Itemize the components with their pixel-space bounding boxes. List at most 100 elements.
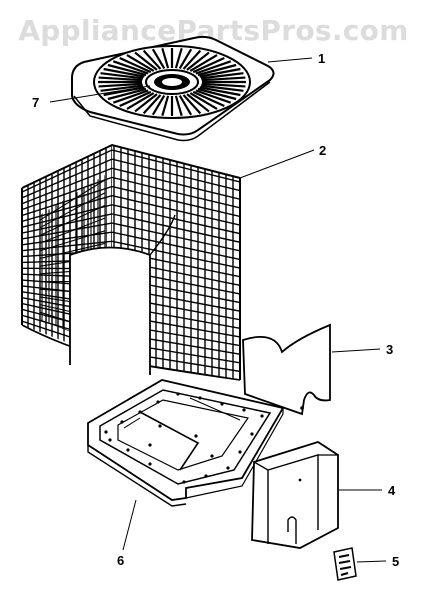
grille-line: [40, 204, 105, 236]
grille-line: [200, 72, 244, 80]
grille-line: [134, 51, 158, 71]
mounting-hole: [148, 462, 152, 466]
grille-line: [40, 179, 105, 221]
mounting-hole: [158, 424, 162, 428]
base-pan: [87, 379, 285, 507]
grille-line: [100, 84, 144, 92]
mounting-hole: [108, 438, 112, 442]
grille-line: [112, 213, 240, 243]
wire-coil-guard: [21, 143, 241, 381]
mounting-hole: [260, 414, 264, 418]
grille-line: [186, 93, 210, 113]
grille-line: [201, 76, 246, 82]
grille-line: [197, 63, 237, 77]
callout-4: 4: [388, 483, 396, 498]
callout-2: 2: [319, 143, 326, 158]
grille-line: [22, 167, 112, 205]
grille-line: [195, 89, 232, 104]
grille-line: [40, 217, 105, 244]
grille-line: [22, 194, 112, 223]
grille-line: [22, 185, 112, 217]
grille-line: [151, 94, 166, 116]
grille-line: [201, 82, 246, 88]
callout-1: 1: [318, 51, 325, 66]
grille-line: [98, 76, 143, 82]
mounting-hole: [148, 443, 152, 447]
grille-line: [178, 94, 193, 116]
grille-line: [126, 92, 155, 110]
mounting-hole: [104, 430, 108, 434]
mounting-hole: [238, 450, 242, 454]
grille-line: [134, 93, 158, 113]
grille-line: [100, 72, 144, 80]
grille-line: [103, 67, 145, 78]
grille-line: [182, 94, 202, 115]
mounting-hole: [120, 420, 124, 424]
grille-line: [22, 240, 112, 252]
mounting-hole: [210, 454, 214, 458]
grille-line: [112, 176, 240, 209]
grille-line: [112, 204, 240, 235]
grille-line: [119, 90, 152, 108]
mounting-hole: [156, 400, 160, 404]
grille-line: [161, 47, 170, 69]
mounting-hole: [242, 408, 246, 412]
grille-line: [103, 86, 145, 97]
grille-line: [40, 242, 105, 259]
grille-line: [189, 54, 218, 72]
grille-line: [112, 60, 149, 75]
grille-line: [22, 222, 112, 240]
grille-line: [22, 149, 112, 193]
label: [333, 547, 357, 581]
grille-line: [119, 56, 152, 74]
grille-line: [112, 185, 240, 218]
grille-line: [192, 90, 225, 108]
callout-6: 6: [117, 553, 124, 568]
grille-line: [98, 82, 143, 88]
grille-line: [199, 67, 241, 78]
mounting-hole: [176, 392, 180, 396]
corner-post: [251, 441, 339, 549]
mounting-hole: [250, 432, 254, 436]
callout-7: 7: [32, 95, 39, 110]
grille-line: [197, 87, 237, 101]
mounting-hole: [138, 410, 142, 414]
grille-line: [174, 47, 183, 69]
grille-line: [126, 54, 155, 72]
grille-line: [112, 89, 149, 104]
grille-line: [182, 49, 202, 70]
grille-line: [142, 49, 162, 70]
grille-line: [151, 48, 166, 70]
grille-line: [161, 95, 170, 117]
grille-line: [142, 94, 162, 115]
grille-line: [192, 56, 225, 74]
access-panel: [242, 323, 331, 416]
grille-line: [195, 60, 232, 75]
top-cover: [71, 35, 275, 142]
mounting-hole: [194, 434, 198, 438]
grille-line: [112, 194, 240, 226]
mounting-hole: [198, 396, 202, 400]
leader-lines: [49, 57, 387, 563]
callout-3: 3: [386, 342, 393, 357]
grille-line: [112, 149, 240, 183]
grille-line: [189, 92, 218, 110]
grille-line: [107, 63, 147, 77]
grille-line: [199, 86, 241, 97]
grille-line: [174, 95, 183, 117]
mounting-hole: [220, 402, 224, 406]
callout-5: 5: [392, 554, 399, 569]
mounting-hole: [182, 480, 186, 484]
grille-line: [200, 84, 244, 92]
fan-grille: [93, 45, 251, 119]
grille-line: [107, 87, 147, 101]
grille-line: [22, 231, 112, 246]
grille-line: [22, 176, 112, 211]
grille-line: [112, 158, 240, 192]
grille-line: [40, 230, 105, 252]
grille-line: [22, 158, 112, 199]
grille-line: [178, 48, 193, 70]
grille-line: [40, 192, 105, 229]
